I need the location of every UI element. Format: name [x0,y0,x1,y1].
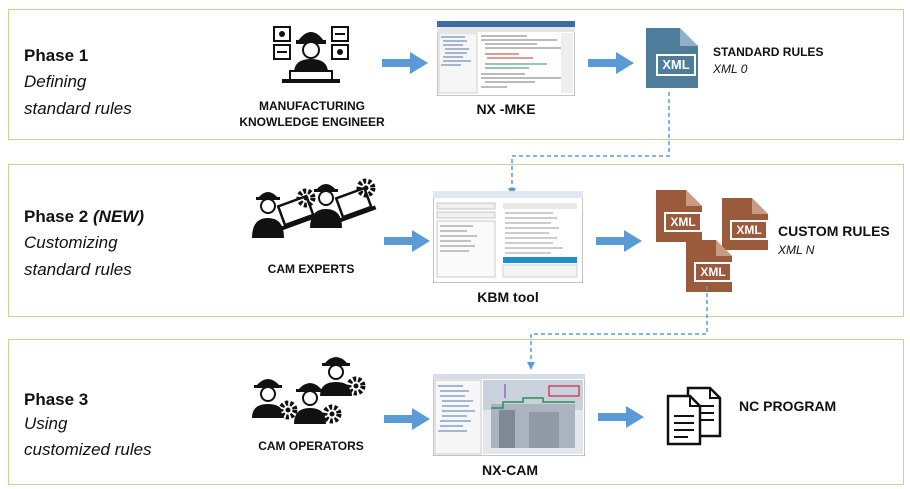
tool-label-kbm: KBM tool [477,289,539,305]
output-title-custom-rules: CUSTOM RULES [778,223,890,239]
phase-1-panel [8,9,904,140]
flow-arrow [384,408,430,430]
cam-experts-icon [252,178,377,238]
xml-badge-label: XML [700,265,726,279]
nx-cam-screenshot [433,374,585,456]
cam-operators-icon [252,357,366,424]
flow-arrow [384,230,430,252]
phase-3-subtitle-line1: Using [24,414,68,433]
xml-badge-label: XML [670,215,696,229]
engineer-icon [273,26,349,83]
actor-label-line2: KNOWLEDGE ENGINEER [239,115,385,129]
dashed-connector [527,286,708,370]
phase-3-subtitle-line2: customized rules [24,440,152,459]
tool-label-nx-cam: NX-CAM [482,462,538,478]
flow-arrow [596,230,642,252]
nc-program-document-icon [666,386,722,446]
flow-arrow [588,52,634,74]
nx-mke-screenshot [437,21,575,96]
phase-1-subtitle-line2: standard rules [24,99,132,118]
phase-3-panel [8,339,904,485]
xml-file-icon: XML [682,238,736,294]
tool-label-nx-mke: NX -MKE [476,101,536,117]
flow-arrow [382,52,428,74]
phase-2-panel [8,164,904,317]
actor-label-line1: MANUFACTURING [259,99,365,113]
phase-2-subtitle-line1: Customizing [24,233,118,252]
phase-2-title-text: Phase 2 [24,207,89,226]
flow-arrow [598,406,644,428]
actor-label-cam-experts: CAM EXPERTS [267,262,355,276]
output-title-standard-rules: STANDARD RULES [713,45,824,59]
phase-3-title: Phase 3 [24,390,89,409]
output-title-nc-program: NC PROGRAM [739,398,837,414]
xml-badge-label: XML [736,223,762,237]
xml-badge-label: XML [662,57,690,72]
output-subtitle-xmln: XML N [778,243,815,257]
xml-file-icon: XML [652,188,706,244]
actor-label-cam-operators: CAM OPERATORS [258,439,364,453]
output-subtitle-xml0: XML 0 [713,62,748,76]
kbm-tool-screenshot [433,191,583,283]
xml-file-icon: XML [642,26,702,90]
phase-1-subtitle-line1: Defining [24,72,87,91]
phase-2-new-tag: (NEW) [93,207,144,226]
xml-file-icon: XML [718,196,772,252]
phase-2-title: Phase 2 (NEW) [24,207,144,227]
phase-2-subtitle-line2: standard rules [24,260,132,279]
phase-1-title: Phase 1 [24,46,89,65]
